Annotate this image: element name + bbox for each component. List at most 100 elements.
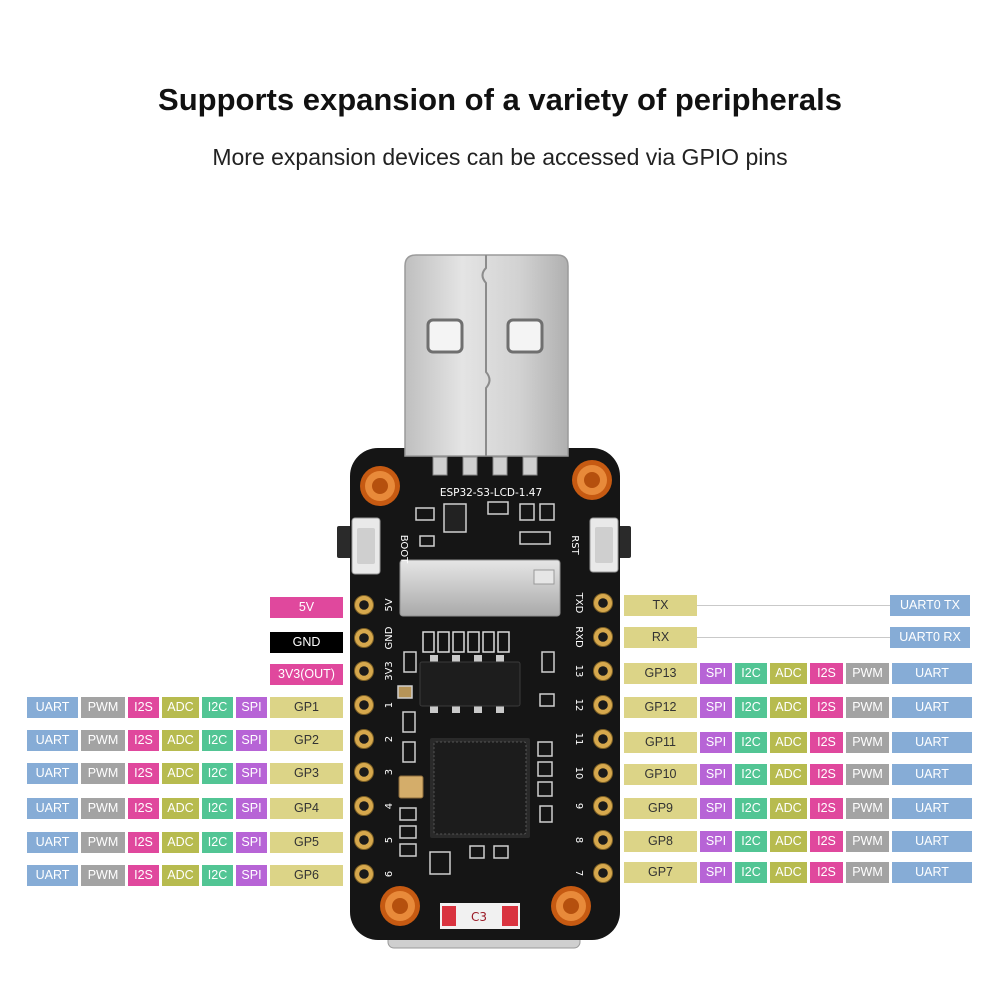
top-components [415,501,555,547]
power-pin-label: 5V [270,597,343,618]
passive-components [397,651,555,875]
function-tag-adc: ADC [162,730,199,751]
function-tag-uart: UART [27,763,78,784]
function-tag-i2s: I2S [128,697,159,718]
boot-silkscreen: BOOT [398,535,409,564]
function-tag-spi: SPI [700,663,732,684]
function-tag-spi: SPI [236,832,267,853]
header-silkscreen-left: 5 [384,837,395,843]
function-tag-adc: ADC [770,862,807,883]
function-tag-i2c: I2C [202,697,233,718]
function-tag-i2s: I2S [810,732,843,753]
function-tag-i2c: I2C [202,865,233,886]
header-pin-right-1 [593,593,613,613]
header-pin-left-6 [354,762,374,782]
function-tag-i2s: I2S [810,798,843,819]
function-tag-i2c: I2C [202,730,233,751]
header-silkscreen-left: 3 [384,769,395,775]
header-silkscreen-right: TXD [573,592,584,614]
function-tag-i2c: I2C [202,798,233,819]
header-pin-right-6 [593,763,613,783]
header-pin-left-2 [354,628,374,648]
function-tag-uart: UART [27,730,78,751]
function-tag-pwm: PWM [81,798,125,819]
gpio-pin-label: GP8 [624,831,697,852]
function-tag-adc: ADC [162,865,199,886]
header-silkscreen-left: 6 [384,871,395,877]
gpio-pin-label: GP11 [624,732,697,753]
usb-hole-right [506,318,544,354]
flash-chip [419,655,521,713]
header-silkscreen-left: 5V [384,598,395,611]
connector-line [697,637,890,638]
gpio-pin-label: GP4 [270,798,343,819]
function-tag-pwm: PWM [81,832,125,853]
function-tag-uart: UART [27,697,78,718]
header-pin-left-1 [354,595,374,615]
gpio-pin-label: GP10 [624,764,697,785]
function-tag-pwm: PWM [846,764,889,785]
function-tag-i2c: I2C [202,832,233,853]
function-tag-uart: UART [892,697,972,718]
mounting-hole [380,886,420,926]
function-tag-i2s: I2S [128,798,159,819]
header-pin-left-5 [354,729,374,749]
function-tag-pwm: PWM [846,732,889,753]
function-tag-adc: ADC [162,763,199,784]
header-pin-left-8 [354,830,374,850]
function-tag-uart: UART [27,798,78,819]
function-tag-uart: UART [892,798,972,819]
tf-card-slot [399,559,561,617]
function-tag-i2s: I2S [810,862,843,883]
function-tag-i2s: I2S [128,865,159,886]
header-pin-right-7 [593,796,613,816]
reset-button [589,517,619,573]
header-pin-left-4 [354,695,374,715]
header-pin-left-9 [354,864,374,884]
board-model-silkscreen: ESP32-S3-LCD-1.47 [440,487,542,499]
header-silkscreen-right: 13 [573,665,584,678]
function-tag-spi: SPI [236,763,267,784]
header-silkscreen-right: 8 [573,837,584,843]
function-tag-pwm: PWM [846,831,889,852]
function-tag-pwm: PWM [846,663,889,684]
function-tag-spi: SPI [700,764,732,785]
header-pin-right-8 [593,830,613,850]
function-tag-adc: ADC [162,697,199,718]
function-tag-adc: ADC [770,663,807,684]
function-tag-uart: UART [892,732,972,753]
reset-silkscreen: RST [569,535,580,555]
function-tag-pwm: PWM [81,865,125,886]
page-subtitle: More expansion devices can be accessed v… [212,144,788,170]
esp32-s3-chip [430,738,530,838]
function-tag-pwm: PWM [81,697,125,718]
function-tag-i2c: I2C [735,798,767,819]
bottom-pad: C3 [440,903,520,929]
header-pin-right-3 [593,661,613,681]
function-tag-uart: UART [892,831,972,852]
header-pin-right-5 [593,729,613,749]
power-pin-label: 3V3(OUT) [270,664,343,685]
header-pin-right-9 [593,863,613,883]
mounting-hole [572,460,612,500]
function-tag-i2s: I2S [810,697,843,718]
function-tag-spi: SPI [236,865,267,886]
uart-pin-label: RX [624,627,697,648]
mounting-hole [551,886,591,926]
header-silkscreen-left: 2 [384,736,395,742]
function-tag-i2s: I2S [128,763,159,784]
uart-function-tag: UART0 TX [890,595,970,616]
connector-line [697,605,890,606]
function-tag-i2s: I2S [810,764,843,785]
header-pin-right-4 [593,695,613,715]
function-tag-spi: SPI [700,697,732,718]
page-title: Supports expansion of a variety of perip… [158,82,842,117]
uart-function-tag: UART0 RX [890,627,970,648]
boot-button [351,517,381,575]
gpio-pin-label: GP2 [270,730,343,751]
function-tag-spi: SPI [700,862,732,883]
header-silkscreen-right: 12 [573,699,584,712]
usb-connector [404,254,569,457]
gpio-pin-label: GP7 [624,862,697,883]
function-tag-i2s: I2S [128,832,159,853]
